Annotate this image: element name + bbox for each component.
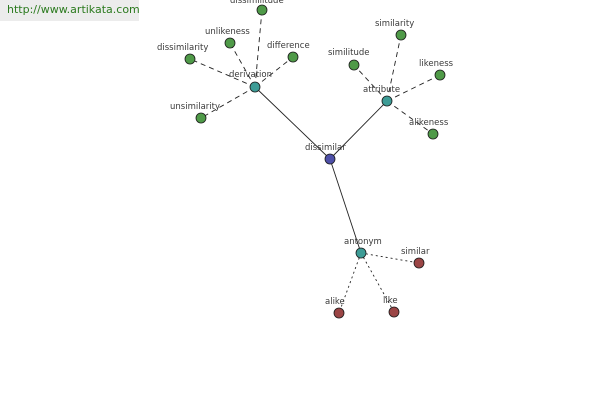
edge-derivation-difference: [254, 56, 294, 88]
graph-nodes: [184, 4, 446, 319]
graph-labels: dissimilar derivation attribute antonym diss…: [157, 0, 454, 307]
label-similarity[interactable]: similarity: [375, 19, 414, 29]
node-like[interactable]: [388, 306, 400, 318]
edge-attribute-similitude: [353, 64, 388, 102]
node-similitude[interactable]: [348, 59, 360, 71]
label-alikeness[interactable]: alikeness: [409, 118, 449, 128]
label-antonym[interactable]: antonym: [344, 237, 382, 247]
node-likeness[interactable]: [434, 69, 446, 81]
edge-dissimilar-derivation: [254, 86, 331, 160]
url-bar: http://www.artikata.com: [0, 0, 140, 21]
node-similarity[interactable]: [395, 29, 407, 41]
edge-derivation-unsimilarity: [200, 86, 256, 119]
node-alike[interactable]: [333, 307, 345, 319]
node-similar[interactable]: [413, 257, 425, 269]
edge-derivation-dissimilarity: [189, 58, 256, 88]
node-dissimilitude[interactable]: [256, 4, 268, 16]
label-alike[interactable]: alike: [325, 297, 345, 307]
label-dissimilar[interactable]: dissimilar: [305, 143, 346, 153]
node-dissimilar[interactable]: [324, 153, 336, 165]
edge-derivation-unlikeness: [229, 42, 256, 88]
node-antonym[interactable]: [355, 247, 367, 259]
label-dissimilarity[interactable]: dissimilarity: [157, 43, 208, 53]
label-similitude[interactable]: similitude: [328, 48, 370, 58]
node-unlikeness[interactable]: [224, 37, 236, 49]
edge-antonym-like: [360, 252, 395, 313]
edge-dissimilar-attribute: [329, 100, 388, 160]
label-attribute[interactable]: attribute: [363, 85, 400, 95]
label-difference[interactable]: difference: [267, 41, 310, 51]
label-like[interactable]: like: [383, 296, 398, 306]
node-attribute[interactable]: [381, 95, 393, 107]
label-dissimilitude[interactable]: dissimilitude: [230, 0, 284, 6]
node-unsimilarity[interactable]: [195, 112, 207, 124]
node-alikeness[interactable]: [427, 128, 439, 140]
graph-edges: [189, 9, 441, 314]
label-unlikeness[interactable]: unlikeness: [205, 27, 250, 37]
label-derivation[interactable]: derivation: [229, 70, 272, 80]
edge-attribute-likeness: [386, 74, 441, 102]
edge-dissimilar-antonym: [329, 158, 362, 254]
node-dissimilarity[interactable]: [184, 53, 196, 65]
edge-antonym-alike: [338, 252, 362, 314]
site-url-link[interactable]: http://www.artikata.com: [7, 3, 140, 16]
edge-attribute-alikeness: [386, 100, 434, 135]
edge-derivation-dissimilitude: [254, 9, 263, 88]
label-similar[interactable]: similar: [401, 247, 430, 257]
edge-attribute-similarity: [386, 34, 402, 102]
label-unsimilarity[interactable]: unsimilarity: [170, 102, 220, 112]
label-likeness[interactable]: likeness: [419, 59, 454, 69]
node-derivation[interactable]: [249, 81, 261, 93]
node-difference[interactable]: [287, 51, 299, 63]
